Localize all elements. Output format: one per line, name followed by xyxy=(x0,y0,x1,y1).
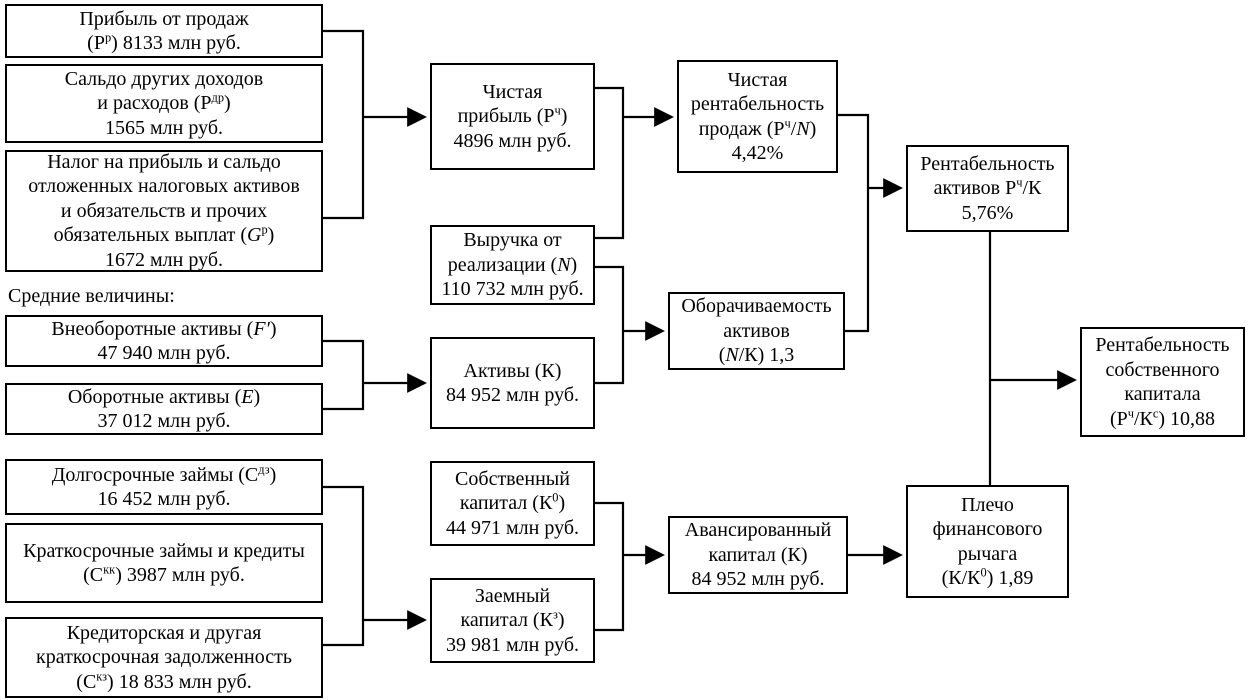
box-assets: Активы (К)84 952 млн руб. xyxy=(430,337,595,429)
box-current-assets: Оборотные активы (E)37 012 млн руб. xyxy=(5,383,323,435)
bracket-capital-group xyxy=(595,501,625,632)
bracket-income-group xyxy=(323,29,365,220)
box-noncurrent-assets: Внеоборотные активы (F′)47 940 млн руб. xyxy=(5,315,323,367)
box-longterm-loans: Долгосрочные займы (Сдз)16 452 млн руб. xyxy=(5,459,323,515)
box-profit-from-sales: Прибыль от продаж(Рр) 8133 млн руб. xyxy=(5,4,323,58)
bracket-debt-group xyxy=(323,485,365,647)
bracket-turnover-group xyxy=(595,265,625,385)
bracket-margin-group xyxy=(595,86,625,240)
bracket-assets-group xyxy=(323,339,365,411)
label-average-values: Средние величины: xyxy=(8,285,175,307)
box-shortterm-loans: Краткосрочные займы и кредиты(Скк) 3987 … xyxy=(5,523,323,603)
